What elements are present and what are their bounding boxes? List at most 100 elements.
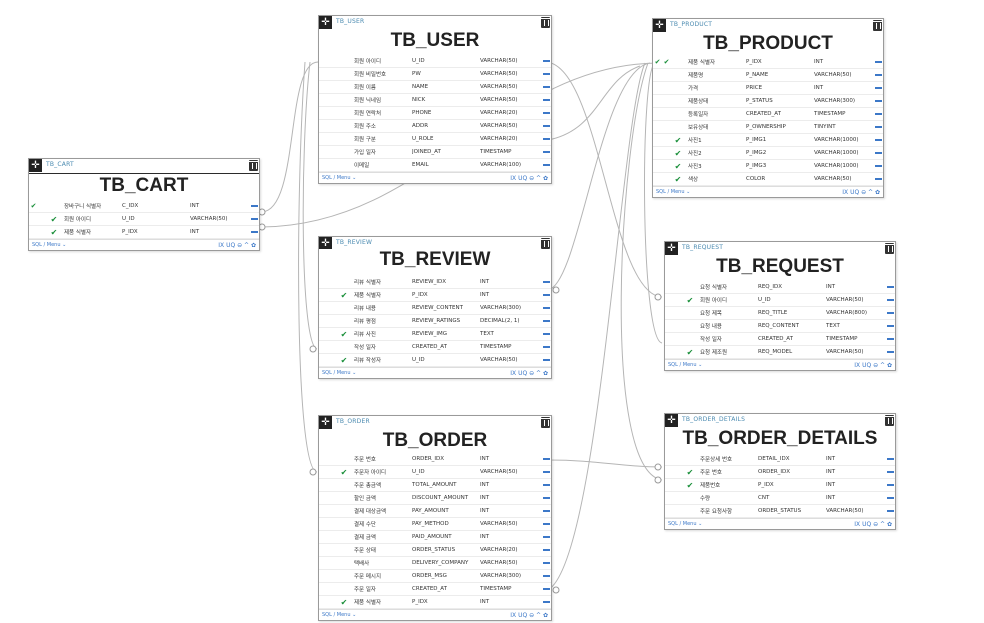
remove-column-button[interactable] bbox=[541, 599, 551, 605]
column-physical-name[interactable]: ADDR bbox=[412, 123, 429, 129]
column-logical-name[interactable]: 작성 일자 bbox=[700, 337, 722, 343]
remove-column-button[interactable] bbox=[541, 357, 551, 363]
column-physical-name[interactable]: U_ID bbox=[122, 216, 135, 222]
column-logical-name[interactable]: 주문 일자 bbox=[354, 587, 376, 593]
foreign-key-check-icon[interactable]: ✔ bbox=[50, 214, 58, 224]
column-logical-name[interactable]: 제품 식별자 bbox=[354, 293, 382, 299]
remove-column-button[interactable] bbox=[541, 84, 551, 90]
move-icon[interactable]: ✛ bbox=[319, 16, 332, 29]
column-logical-name[interactable]: 회원 주소 bbox=[354, 124, 376, 130]
column-logical-name[interactable]: 주문상세 번호 bbox=[700, 457, 733, 463]
trash-icon[interactable] bbox=[872, 20, 883, 31]
column-logical-name[interactable]: 주문 요청사항 bbox=[700, 509, 733, 515]
column-data-type[interactable]: VARCHAR(50) bbox=[480, 71, 518, 77]
column-logical-name[interactable]: 장바구니 식별자 bbox=[64, 204, 102, 210]
remove-column-button[interactable] bbox=[885, 323, 895, 329]
column-physical-name[interactable]: PW bbox=[412, 71, 421, 77]
remove-column-button[interactable] bbox=[541, 560, 551, 566]
column-data-type[interactable]: VARCHAR(50) bbox=[814, 72, 852, 78]
not-null-check-icon[interactable]: ✔ bbox=[663, 58, 670, 66]
remove-column-button[interactable] bbox=[873, 72, 883, 78]
column-physical-name[interactable]: TOTAL_AMOUNT bbox=[412, 482, 457, 488]
column-logical-name[interactable]: 주문 번호 bbox=[354, 457, 376, 463]
column-logical-name[interactable]: 결제 대상금액 bbox=[354, 509, 387, 515]
remove-column-button[interactable] bbox=[885, 469, 895, 475]
column-data-type[interactable]: INT bbox=[190, 203, 200, 209]
remove-column-button[interactable] bbox=[541, 162, 551, 168]
column-logical-name[interactable]: 제품 식별자 bbox=[688, 60, 716, 66]
column-logical-name[interactable]: 요청 내용 bbox=[700, 324, 722, 330]
column-data-type[interactable]: INT bbox=[190, 229, 200, 235]
column-data-type[interactable]: TIMESTAMP bbox=[480, 586, 512, 592]
column-physical-name[interactable]: P_IDX bbox=[122, 229, 138, 235]
foreign-key-check-icon[interactable]: ✔ bbox=[674, 135, 682, 145]
column-physical-name[interactable]: REVIEW_IDX bbox=[412, 279, 446, 285]
remove-column-button[interactable] bbox=[541, 305, 551, 311]
remove-column-button[interactable] bbox=[873, 137, 883, 143]
column-data-type[interactable]: VARCHAR(1000) bbox=[814, 163, 859, 169]
remove-column-button[interactable] bbox=[541, 149, 551, 155]
move-icon[interactable]: ✛ bbox=[665, 414, 678, 427]
sql-menu-button[interactable]: SQL / Menu ⌄ bbox=[668, 521, 703, 527]
column-physical-name[interactable]: C_IDX bbox=[122, 203, 139, 209]
column-physical-name[interactable]: REQ_MODEL bbox=[758, 349, 793, 355]
primary-key-check-icon[interactable]: ✔ bbox=[654, 58, 661, 66]
column-logical-name[interactable]: 회원 아이디 bbox=[64, 217, 92, 223]
column-logical-name[interactable]: 회원 비밀번호 bbox=[354, 72, 387, 78]
column-data-type[interactable]: INT bbox=[480, 292, 490, 298]
column-data-type[interactable]: TEXT bbox=[826, 323, 840, 329]
column-physical-name[interactable]: P_OWNERSHIP bbox=[746, 124, 786, 130]
remove-column-button[interactable] bbox=[873, 111, 883, 117]
column-data-type[interactable]: TIMESTAMP bbox=[826, 336, 858, 342]
column-physical-name[interactable]: PAY_AMOUNT bbox=[412, 508, 449, 514]
column-data-type[interactable]: VARCHAR(50) bbox=[480, 97, 518, 103]
column-data-type[interactable]: VARCHAR(300) bbox=[814, 98, 856, 104]
column-physical-name[interactable]: REQ_TITLE bbox=[758, 310, 788, 316]
column-data-type[interactable]: TIMESTAMP bbox=[814, 111, 846, 117]
remove-column-button[interactable] bbox=[541, 97, 551, 103]
column-physical-name[interactable]: NICK bbox=[412, 97, 426, 103]
column-logical-name[interactable]: 제품 식별자 bbox=[64, 230, 92, 236]
trash-icon[interactable] bbox=[248, 160, 259, 171]
column-physical-name[interactable]: PHONE bbox=[412, 110, 432, 116]
column-logical-name[interactable]: 주문자 아이디 bbox=[354, 470, 387, 476]
column-data-type[interactable]: TIMESTAMP bbox=[480, 149, 512, 155]
remove-column-button[interactable] bbox=[541, 482, 551, 488]
remove-column-button[interactable] bbox=[873, 124, 883, 130]
column-logical-name[interactable]: 택배사 bbox=[354, 561, 370, 567]
foreign-key-check-icon[interactable]: ✔ bbox=[340, 467, 348, 477]
remove-column-button[interactable] bbox=[541, 123, 551, 129]
remove-column-button[interactable] bbox=[541, 573, 551, 579]
column-data-type[interactable]: TEXT bbox=[480, 331, 494, 337]
column-logical-name[interactable]: 리뷰 식별자 bbox=[354, 280, 382, 286]
remove-column-button[interactable] bbox=[541, 495, 551, 501]
remove-column-button[interactable] bbox=[541, 586, 551, 592]
remove-column-button[interactable] bbox=[541, 58, 551, 64]
column-physical-name[interactable]: REQ_CONTENT bbox=[758, 323, 799, 329]
column-physical-name[interactable]: ORDER_IDX bbox=[758, 469, 791, 475]
remove-column-button[interactable] bbox=[873, 150, 883, 156]
remove-column-button[interactable] bbox=[885, 495, 895, 501]
trash-icon[interactable] bbox=[884, 415, 895, 426]
column-physical-name[interactable]: DISCOUNT_AMOUNT bbox=[412, 495, 469, 501]
